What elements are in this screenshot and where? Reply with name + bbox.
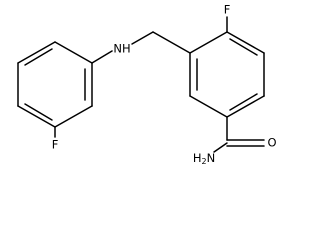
- ring-b-bond-1: [54, 41, 93, 64]
- atom-labels: F NH F O H2N: [52, 3, 277, 166]
- fluorophenyl-ring: [17, 41, 113, 138]
- fluorine-top-label: F: [224, 3, 231, 17]
- right-ring-substituents: [131, 16, 265, 153]
- ring-a-bond-1: [226, 31, 265, 54]
- ring-b-double-1: [24, 48, 53, 66]
- ring-b-bond-5: [54, 105, 93, 128]
- ring-a-bond-3: [226, 95, 265, 118]
- ring-b-bond-4: [17, 105, 56, 128]
- c-nh2-bond: [213, 142, 228, 153]
- ch2-n-bond: [131, 31, 154, 45]
- amine-nh-label: NH: [113, 42, 130, 56]
- ring-b-double-2: [24, 103, 53, 121]
- carbonyl-oxygen-label: O: [267, 136, 276, 150]
- ring-a-double-2: [229, 93, 258, 111]
- ring-a-double-1: [229, 38, 258, 56]
- n-ring-bond: [91, 50, 113, 64]
- ring-ch2-bond: [152, 31, 191, 54]
- fluorine-left-label: F: [52, 138, 59, 152]
- ring-b-bond-2: [17, 41, 56, 64]
- ring-a-bond-4: [189, 95, 228, 118]
- ring-a-bond-6: [189, 31, 228, 54]
- benzamide-ring: [189, 31, 265, 118]
- amide-nh2-label: H2N: [193, 151, 215, 166]
- molecule-structure: F NH F O H2N: [17, 3, 277, 166]
